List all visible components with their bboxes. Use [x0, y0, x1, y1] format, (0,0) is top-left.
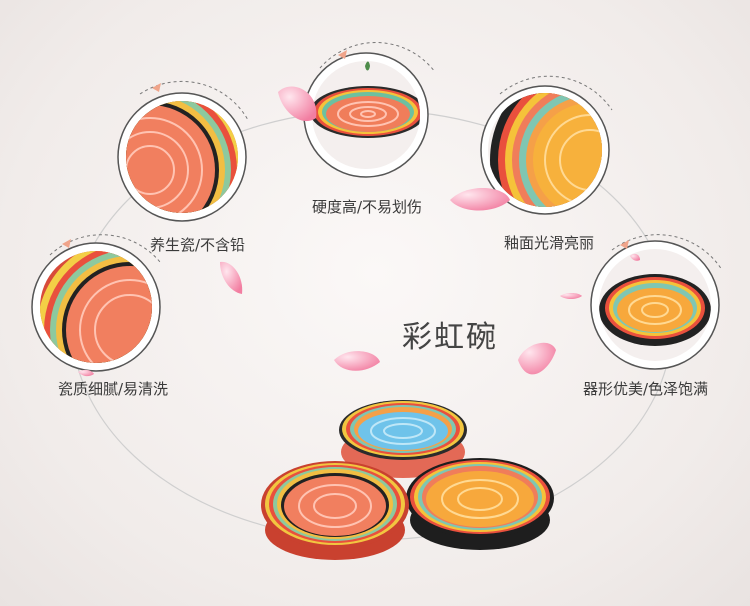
product-title: 彩虹碗: [402, 320, 498, 355]
feature-image-lead-free: [117, 80, 249, 222]
decorative-petals: [78, 61, 640, 377]
feature-image-easy-clean: [31, 234, 161, 372]
feature-label-lead-free: 养生瓷/不含铅: [150, 236, 246, 254]
feature-label-easy-clean: 瓷质细腻/易清洗: [58, 380, 169, 398]
feature-label-shape: 器形优美/色泽饱满: [583, 380, 709, 398]
feature-image-glaze: [480, 75, 613, 215]
feature-image-hardness: [303, 42, 436, 178]
product-bowls: [261, 400, 554, 560]
feature-label-hardness: 硬度高/不易划伤: [312, 198, 423, 216]
feature-image-shape: [590, 234, 723, 370]
feature-label-glaze: 釉面光滑亮丽: [504, 234, 595, 252]
